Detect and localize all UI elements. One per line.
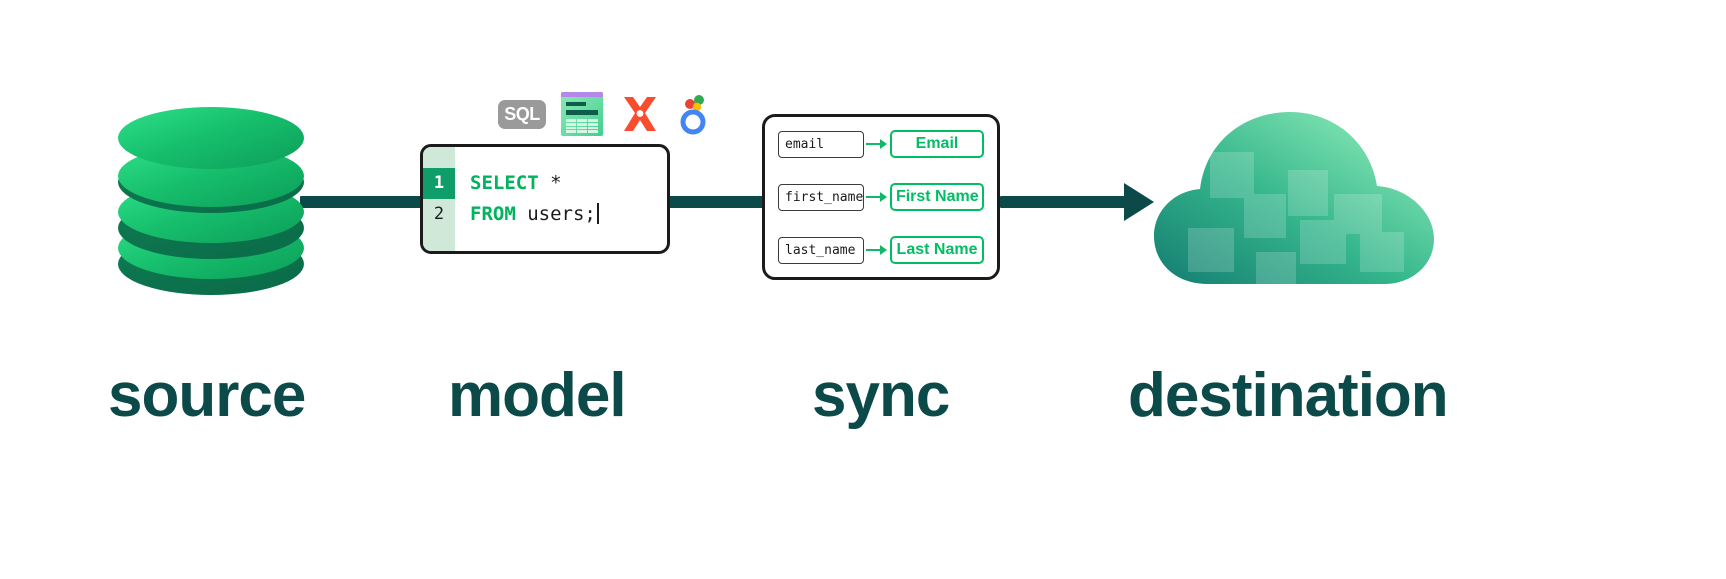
mapping-arrow-icon — [864, 244, 890, 256]
caption-destination: destination — [1128, 361, 1449, 430]
database-cylinder-icon — [118, 105, 304, 295]
mapping-row[interactable]: email Email — [778, 129, 984, 159]
caption-source: source — [108, 361, 306, 430]
destination-field-email[interactable]: Email — [890, 130, 984, 158]
caption-model: model — [448, 361, 627, 430]
sql-line2-rest: users; — [515, 203, 596, 225]
source-field-last-name[interactable]: last_name — [778, 236, 864, 264]
cloud-icon — [1148, 108, 1440, 288]
source-field-email[interactable]: email — [778, 130, 864, 158]
sync-field-mapping-panel[interactable]: email Email first_name First Name last_n… — [762, 114, 1000, 280]
sql-line1-rest: * — [538, 172, 562, 194]
sql-keyword-from: FROM — [470, 203, 516, 225]
tool-icon-row: SQL — [498, 92, 713, 136]
mapping-arrow-icon — [864, 138, 890, 150]
connector-model-to-sync — [660, 196, 768, 208]
line-number-2: 2 — [433, 204, 445, 224]
line-number-1: 1 — [423, 168, 455, 199]
text-caret — [596, 203, 599, 224]
sql-badge-icon: SQL — [498, 99, 546, 129]
red-x-icon — [618, 92, 662, 136]
mapping-arrow-icon — [864, 191, 890, 203]
sql-code-editor[interactable]: 1 2 SELECT * FROM users; — [420, 144, 670, 254]
connector-sync-to-destination — [1000, 196, 1130, 208]
database-disc-top — [118, 107, 304, 169]
code-line-1: SELECT * — [470, 168, 667, 199]
destination-field-last-name[interactable]: Last Name — [890, 236, 984, 264]
code-line-2: FROM users; — [470, 199, 667, 230]
arrow-head-icon — [1124, 183, 1154, 221]
editor-code-area[interactable]: SELECT * FROM users; — [455, 147, 667, 251]
destination-field-first-name[interactable]: First Name — [890, 183, 985, 211]
mapping-row[interactable]: last_name Last Name — [778, 235, 984, 265]
connector-source-to-model — [300, 196, 430, 208]
source-field-first-name[interactable]: first_name — [778, 183, 865, 211]
editor-gutter: 1 2 — [423, 147, 455, 251]
sql-keyword-select: SELECT — [470, 172, 539, 194]
google-looker-icon — [677, 92, 713, 136]
spreadsheet-icon — [561, 92, 603, 136]
caption-sync: sync — [812, 361, 950, 430]
mapping-row[interactable]: first_name First Name — [778, 182, 985, 212]
